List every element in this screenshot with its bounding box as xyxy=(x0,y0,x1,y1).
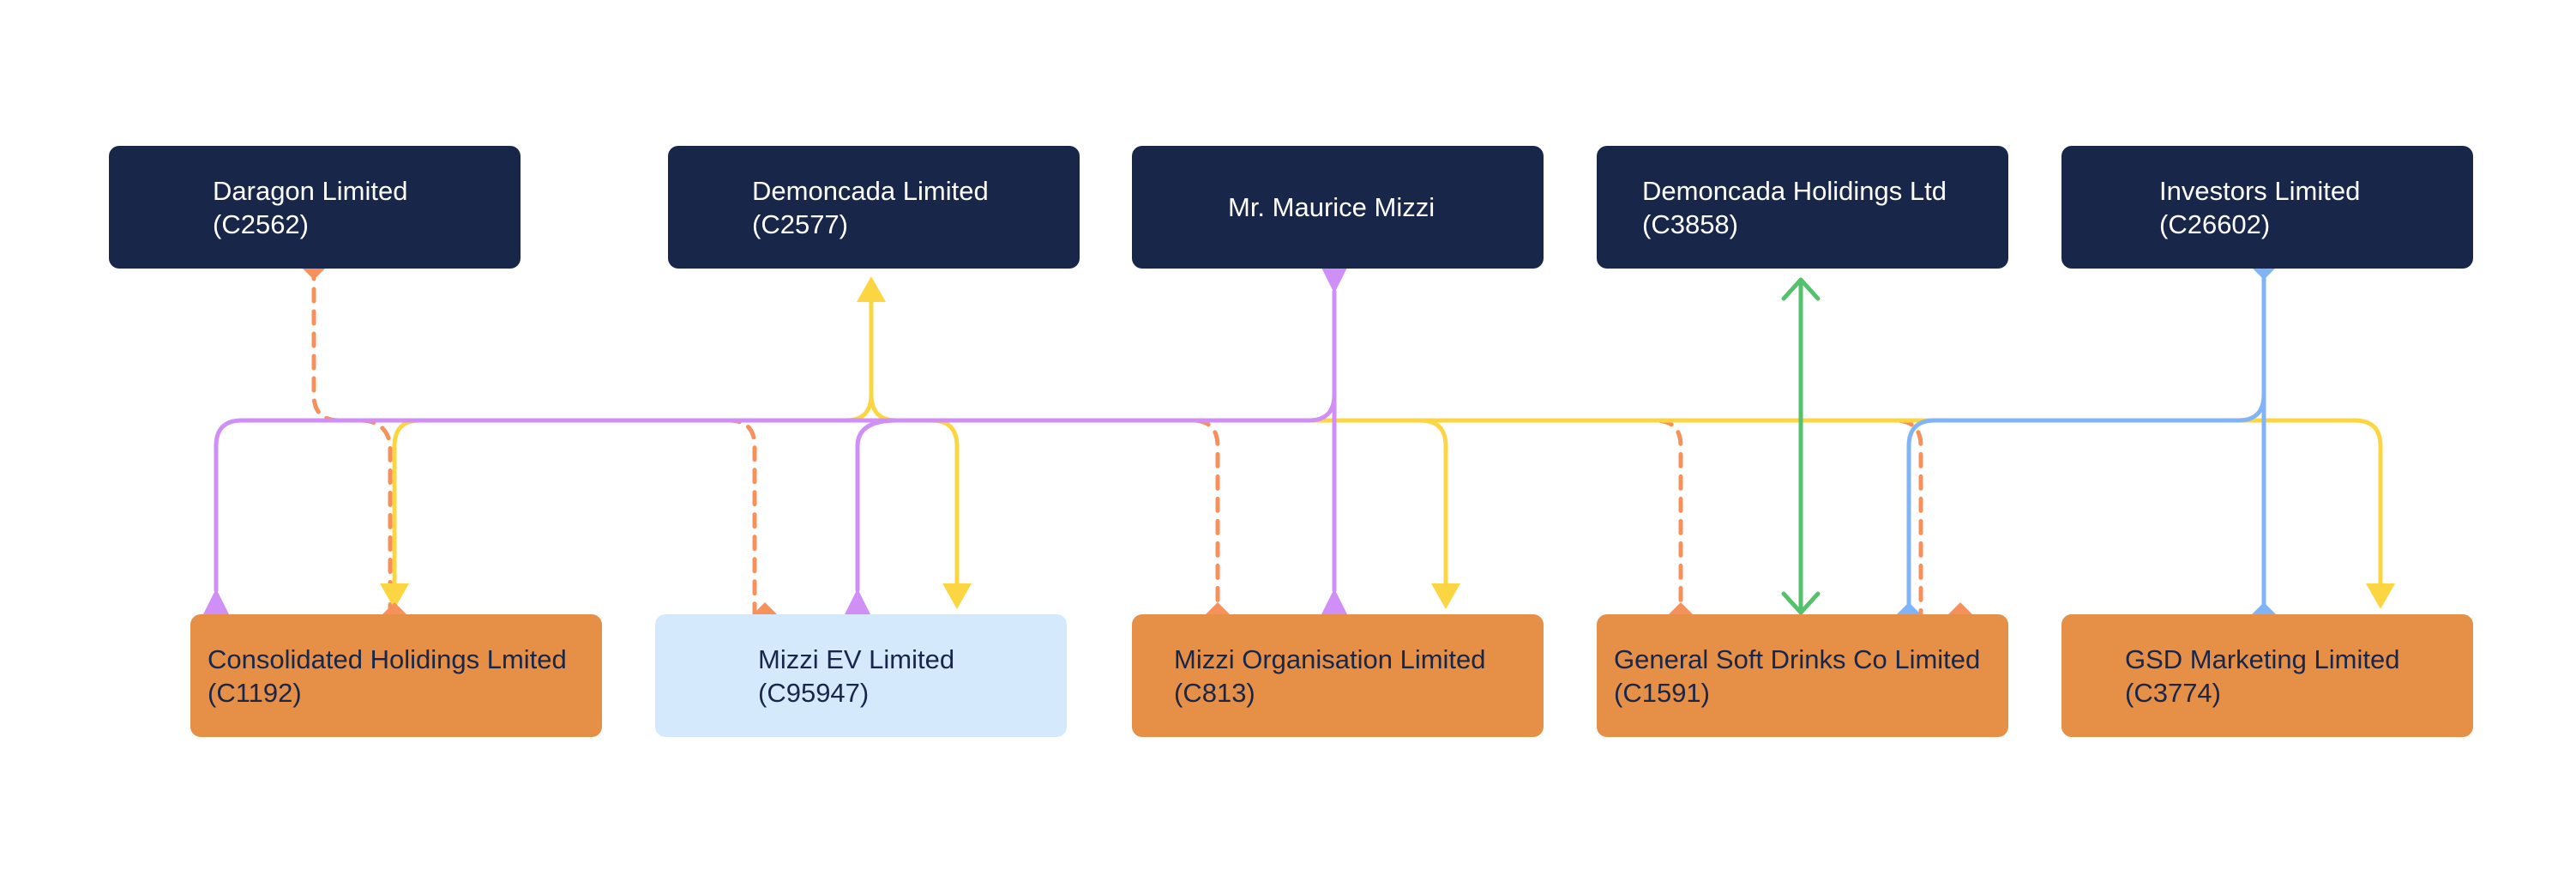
green-link xyxy=(1781,277,1821,615)
subsidiary-name: General Soft Drinks Co Limited xyxy=(1614,643,1981,674)
subsidiary-name: Mizzi Organisation Limited xyxy=(1174,643,1486,674)
subsidiary-code: (C813) xyxy=(1174,677,1255,708)
subsidiary-name: Mizzi EV Limited xyxy=(758,643,955,674)
owner-code: (C3858) xyxy=(1642,208,1738,239)
owner-name: Daragon Limited xyxy=(213,175,408,206)
owner-box-maurice-mizzi[interactable]: Mr. Maurice Mizzi xyxy=(1132,146,1544,269)
owner-box-investors[interactable]: Investors Limited (C26602) xyxy=(2061,146,2473,269)
subsidiary-box-mizzi-organisation[interactable]: Mizzi Organisation Limited (C813) xyxy=(1132,614,1544,737)
blue-links xyxy=(1906,272,2266,617)
subsidiary-name: Consolidated Holidings Lmited xyxy=(208,643,567,674)
owner-name: Demoncada Holidings Ltd xyxy=(1642,175,1947,206)
owner-code: (C26602) xyxy=(2159,208,2271,239)
subsidiary-code: (C3774) xyxy=(2125,677,2221,708)
link-markers xyxy=(203,254,2395,628)
owner-name: Investors Limited xyxy=(2159,175,2361,206)
owner-code: (C2577) xyxy=(752,208,848,239)
subsidiary-box-general-soft-drinks[interactable]: General Soft Drinks Co Limited (C1591) xyxy=(1597,614,2008,737)
purple-links xyxy=(214,289,1337,593)
subsidiary-box-mizzi-ev[interactable]: Mizzi EV Limited (C95947) xyxy=(655,614,1067,737)
owner-name: Demoncada Limited xyxy=(752,175,989,206)
owner-name: Mr. Maurice Mizzi xyxy=(1228,192,1435,222)
yellow-links xyxy=(392,281,2383,593)
owner-box-daragon[interactable]: Daragon Limited (C2562) xyxy=(109,146,521,269)
subsidiary-code: (C1192) xyxy=(208,677,302,708)
owner-code: (C2562) xyxy=(213,208,309,239)
subsidiary-name: GSD Marketing Limited xyxy=(2125,643,2400,674)
subsidiary-box-gsd-marketing[interactable]: GSD Marketing Limited (C3774) xyxy=(2061,614,2473,737)
subsidiary-box-consolidated[interactable]: Consolidated Holidings Lmited (C1192) xyxy=(190,614,602,737)
subsidiary-code: (C1591) xyxy=(1614,677,1710,708)
subsidiary-code: (C95947) xyxy=(758,677,870,708)
owner-box-demoncada-holdings[interactable]: Demoncada Holidings Ltd (C3858) xyxy=(1597,146,2008,269)
orange-dashed-links xyxy=(311,264,1923,616)
owner-box-demoncada[interactable]: Demoncada Limited (C2577) xyxy=(668,146,1080,269)
